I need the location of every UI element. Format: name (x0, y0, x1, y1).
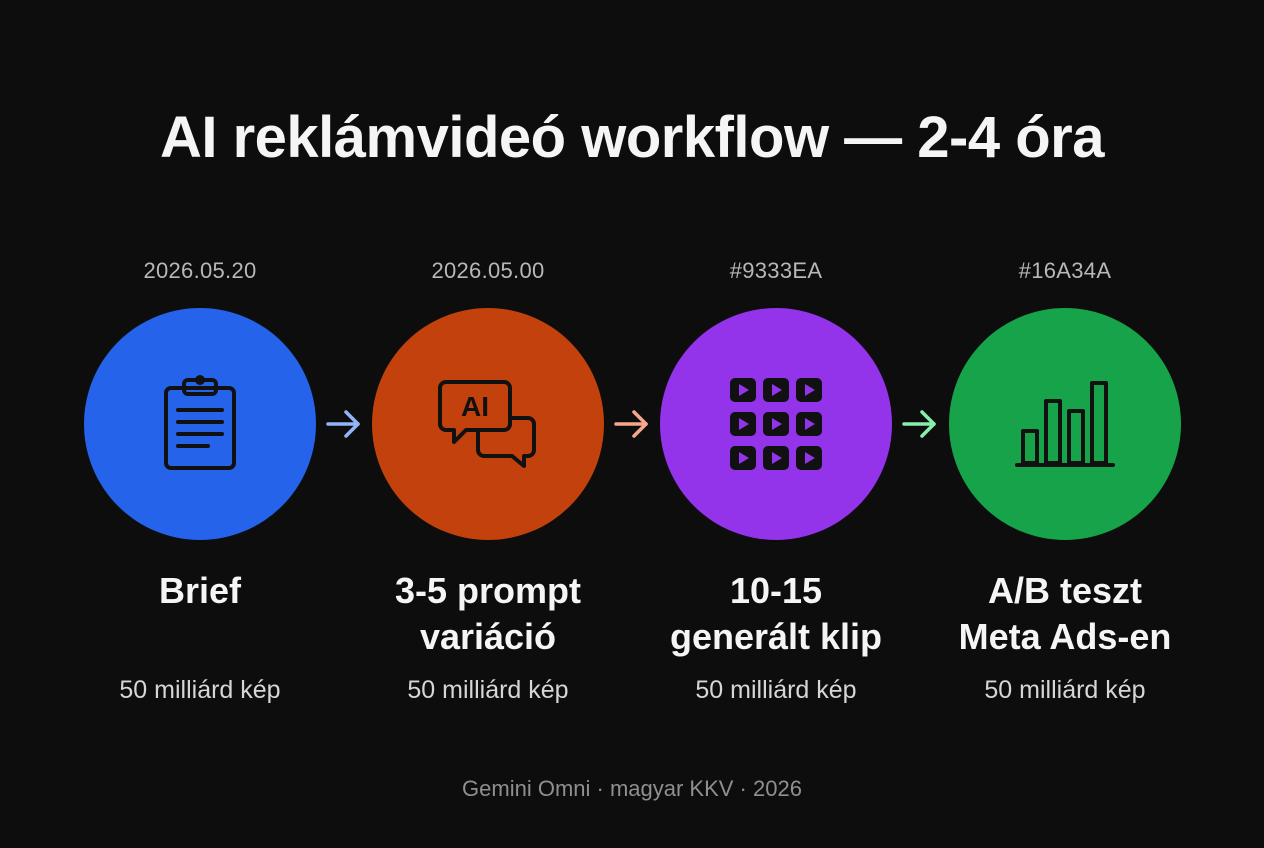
step-label-line: generált klip (669, 616, 883, 657)
step-tag: #16A34A (1018, 258, 1112, 283)
page-title: AI reklámvideó workflow — 2-4 óra (159, 105, 1105, 170)
step-subtitle: 50 milliárd kép (119, 676, 281, 704)
step-label-line: 10-15 (729, 570, 823, 611)
step-circle (84, 308, 316, 540)
step-label-line: Meta Ads-en (958, 616, 1172, 657)
step-label-line: Brief (158, 570, 242, 611)
step-label: 10-15 generált klip (631, 568, 921, 660)
step-subtitle: 50 milliárd kép (407, 676, 569, 704)
arrow-right-icon (902, 410, 936, 438)
ai-chat-bubbles-icon: AI (438, 380, 536, 468)
bar-chart-icon (1015, 381, 1115, 467)
arrow-right-icon (326, 410, 360, 438)
svg-text:AI: AI (461, 391, 489, 422)
step-circle: AI (372, 308, 604, 540)
step-label-line: variáció (419, 616, 557, 657)
step-circle (660, 308, 892, 540)
step-circle (949, 308, 1181, 540)
step-tag: #9333EA (729, 258, 823, 283)
step-subtitle: 50 milliárd kép (984, 676, 1146, 704)
step-label: A/B teszt Meta Ads-en (920, 568, 1210, 660)
step-label-line: 3-5 prompt (394, 570, 581, 611)
arrow-right-icon (614, 410, 648, 438)
step-label: 3-5 prompt variáció (343, 568, 633, 660)
step-label-line: A/B teszt (987, 570, 1143, 611)
step-subtitle: 50 milliárd kép (695, 676, 857, 704)
clipboard-icon (164, 375, 236, 470)
step-tag: 2026.05.20 (143, 258, 257, 283)
footer-credit: Gemini Omni · magyar KKV · 2026 (462, 776, 802, 801)
video-clip-grid-icon (730, 378, 822, 470)
step-label: Brief (55, 568, 345, 614)
step-tag: 2026.05.00 (431, 258, 545, 283)
